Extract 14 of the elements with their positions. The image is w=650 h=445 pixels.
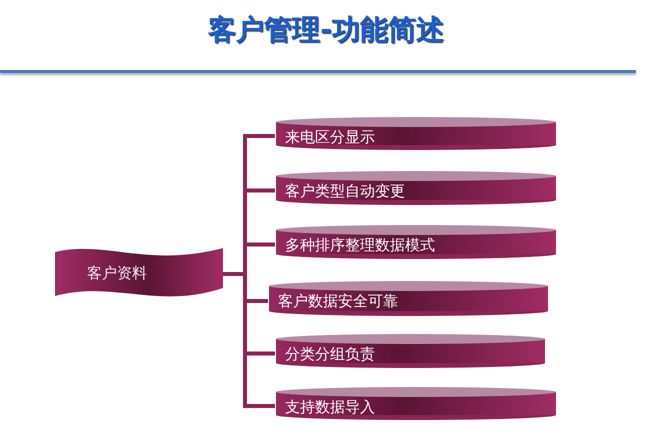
disk-shape <box>275 117 557 151</box>
disk-shape <box>268 281 549 317</box>
disk-shape <box>275 387 557 421</box>
disk-shape <box>275 334 546 369</box>
disk-text: 客户数据安全可靠 <box>278 291 398 312</box>
disk-text: 来电区分显示 <box>285 127 375 148</box>
disk-shape <box>275 225 557 260</box>
disk-text: 客户类型自动变更 <box>285 181 405 202</box>
disk-text: 分类分组负责 <box>285 344 375 365</box>
title: 客户管理-功能简述 <box>206 12 445 48</box>
disk-text: 多种排序整理数据模式 <box>285 235 435 256</box>
banner-text: 客户资料 <box>87 263 147 284</box>
disk-shape <box>275 171 557 206</box>
disk-text: 支持数据导入 <box>285 397 375 418</box>
